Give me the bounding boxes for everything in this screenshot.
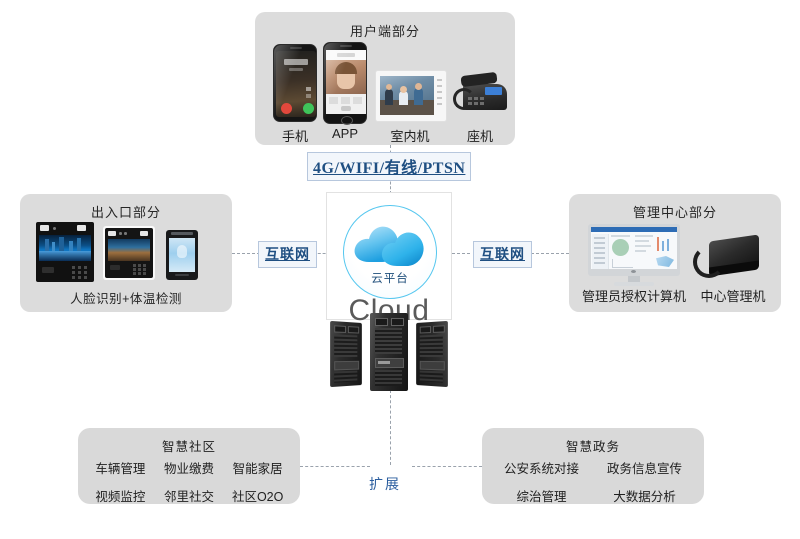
- entrance-panel-title: 出入口部分: [90, 205, 161, 220]
- ext-item: 物业缴费: [163, 462, 214, 476]
- desktop-computer-icon: [588, 224, 680, 286]
- desk-phone-icon: [451, 66, 509, 120]
- link-label-right: 互联网: [473, 241, 532, 268]
- client-panel: 用户端部分 手机: [255, 12, 515, 145]
- device-label-phone: 手机: [281, 129, 308, 144]
- management-device-label-computer: 管理员授权计算机: [581, 289, 686, 304]
- connector-label-to-cloud: [390, 172, 391, 194]
- smartphone-call-icon: [273, 44, 317, 122]
- link-label-top-text: 4G/WIFI/有线/PTSN: [313, 160, 466, 177]
- indoor-monitor-icon: [375, 70, 447, 122]
- entrance-panel-caption: 人脸识别+体温检测: [70, 292, 182, 306]
- ext-item: 大数据分析: [613, 490, 676, 504]
- cloud-ring: 云平台: [343, 205, 437, 299]
- ext-item: 视频监控: [95, 490, 146, 504]
- connector-entrance-to-label: [232, 253, 260, 254]
- center-console-icon: [693, 234, 761, 280]
- cloud-platform-box: 云平台 Cloud: [326, 192, 452, 327]
- link-label-top: 4G/WIFI/有线/PTSN: [307, 152, 472, 181]
- management-panel: 管理中心部分: [569, 194, 781, 312]
- ext-item: 社区O2O: [231, 490, 284, 504]
- connector-ext-right: [412, 466, 482, 467]
- face-terminal-slim-icon: [166, 230, 198, 280]
- management-panel-title: 管理中心部分: [632, 205, 717, 220]
- ext-item: 车辆管理: [95, 462, 146, 476]
- server-rack-icon: [330, 313, 448, 391]
- connector-cloud-to-ext: [390, 390, 391, 465]
- ext-item: 邻里社交: [163, 490, 214, 504]
- device-label-app: APP: [331, 126, 358, 141]
- ext-panel-community-title: 智慧社区: [161, 440, 216, 454]
- ext-panel-community: 智慧社区 车辆管理 物业缴费 智能家居 视频监控 邻里社交 社区O2O: [78, 428, 300, 504]
- device-label-deskphone: 座机: [466, 129, 493, 144]
- ext-panel-community-items: 车辆管理 物业缴费 智能家居 视频监控 邻里社交 社区O2O: [86, 458, 292, 505]
- face-terminal-large-icon: [36, 222, 94, 282]
- entrance-panel: 出入口部分: [20, 194, 232, 312]
- cloud-platform-label: 云平台: [371, 273, 409, 285]
- client-panel-title: 用户端部分: [349, 24, 420, 39]
- ext-item: 公安系统对接: [503, 462, 579, 476]
- connector-label-to-management: [531, 253, 569, 254]
- cloud-platform-icon: [353, 222, 427, 268]
- connector-ext-left: [300, 466, 370, 467]
- ext-item: 智能家居: [232, 462, 283, 476]
- link-label-bottom: 扩展: [369, 476, 401, 492]
- link-label-right-text: 互联网: [480, 246, 525, 262]
- smartphone-app-icon: [323, 42, 367, 125]
- management-device-label-console: 中心管理机: [700, 289, 766, 304]
- ext-item: 综治管理: [516, 490, 567, 504]
- device-label-indoor: 室内机: [390, 129, 430, 144]
- connector-cloud-to-label-right: [442, 253, 470, 254]
- ext-panel-government-title: 智慧政务: [565, 440, 620, 454]
- link-label-left: 互联网: [258, 241, 317, 268]
- ext-panel-government-items: 公安系统对接 政务信息宣传 综治管理 大数据分析: [490, 458, 696, 505]
- ext-item: 政务信息宣传: [606, 462, 682, 476]
- face-terminal-medium-icon: [103, 226, 155, 280]
- link-label-left-text: 互联网: [265, 246, 310, 262]
- ext-panel-government: 智慧政务 公安系统对接 政务信息宣传 综治管理 大数据分析: [482, 428, 704, 504]
